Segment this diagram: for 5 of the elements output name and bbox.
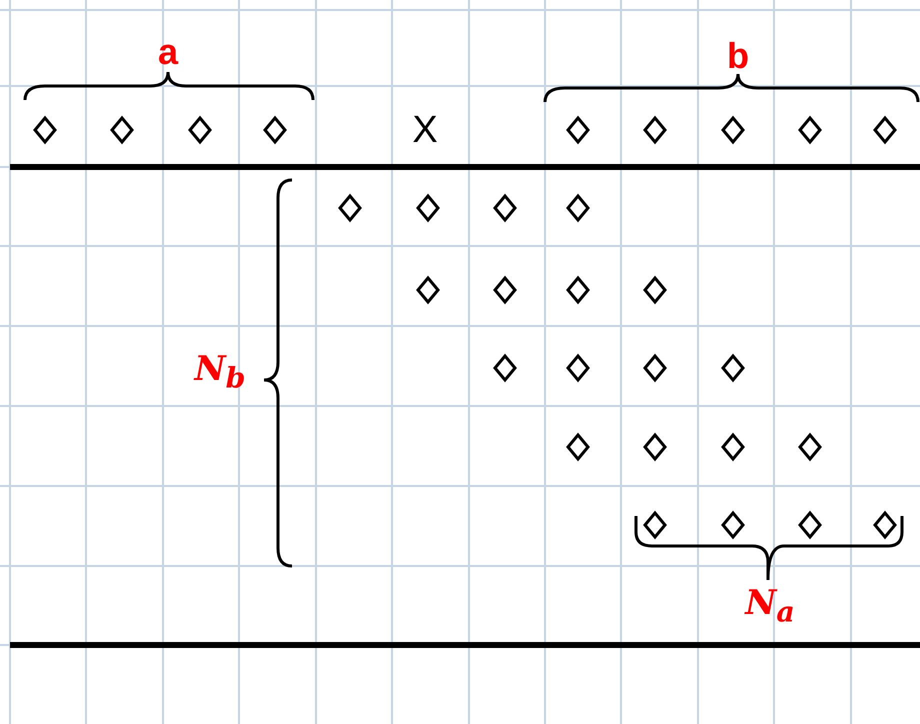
letter-label: X [412, 111, 438, 149]
math-label: N$_{b}$ [194, 352, 246, 392]
letter-label: b [727, 38, 749, 74]
math-label: N$_{a}$ [745, 586, 795, 626]
letter-label: a [158, 34, 178, 70]
